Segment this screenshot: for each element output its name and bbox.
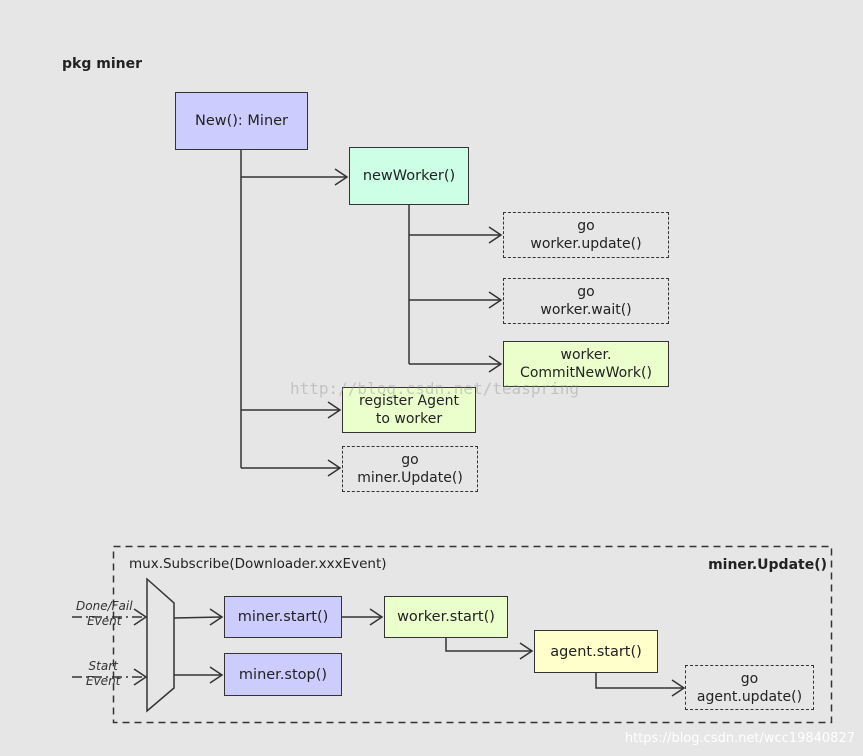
commit-new-work-line1: worker. (560, 347, 612, 363)
arrow-to-miner-start (173, 616, 223, 619)
arrow-to-agent-start (445, 638, 532, 652)
arrowhead (488, 355, 503, 373)
worker-wait-label: worker.wait() (540, 302, 632, 318)
miner-update-go-box[interactable]: go miner.Update() (342, 446, 478, 492)
commit-new-work-line2: CommitNewWork() (520, 365, 652, 381)
arrowhead (209, 666, 224, 684)
arrowhead (488, 291, 503, 309)
arrowhead (209, 608, 224, 626)
miner-update-container (112, 545, 833, 724)
new-miner-label: New(): Miner (194, 113, 289, 129)
worker-update-go: go (577, 218, 595, 234)
register-agent-line2: to worker (375, 411, 443, 427)
miner-start-box[interactable]: miner.start() (224, 596, 342, 638)
arrowhead (133, 608, 148, 626)
footer-url: https://blog.csdn.net/wcc19840827 (624, 731, 855, 746)
done-fail-event-label: Done/Fail Event (76, 599, 133, 629)
miner-stop-box[interactable]: miner.stop() (224, 653, 342, 696)
register-agent-box[interactable]: register Agent to worker (342, 387, 476, 433)
done-fail-event-text: Event (87, 614, 122, 628)
arrowhead (327, 401, 342, 419)
miner-update-label: miner.Update() (357, 470, 463, 486)
worker-wait-box[interactable]: go worker.wait() (503, 278, 669, 324)
mux-shape (146, 577, 175, 713)
arrowhead (369, 608, 384, 626)
arrowhead (488, 226, 503, 244)
agent-update-box[interactable]: go agent.update() (685, 665, 814, 710)
miner-update-go: go (401, 452, 419, 468)
start-event-text: Event (86, 674, 121, 688)
mux-subscribe-label: mux.Subscribe(Downloader.xxxEvent) (129, 556, 387, 572)
agent-start-label: agent.start() (550, 643, 642, 660)
worker-start-box[interactable]: worker.start() (384, 596, 508, 638)
watermark-text: http://blog.csdn.net/teaspring (290, 379, 579, 398)
arrowhead (519, 642, 534, 660)
new-worker-box[interactable]: newWorker() (349, 147, 469, 205)
worker-wait-go: go (577, 284, 595, 300)
start-text: Start (88, 659, 118, 673)
worker-start-label: worker.start() (397, 609, 495, 625)
register-agent-line1: register Agent (359, 393, 459, 409)
done-fail-text: Done/Fail (76, 599, 133, 613)
agent-start-box[interactable]: agent.start() (534, 630, 658, 673)
commit-new-work-box[interactable]: worker. CommitNewWork() (503, 341, 669, 387)
agent-update-go: go (740, 670, 759, 687)
arrow-to-agent-update (595, 673, 684, 689)
arrowhead (133, 668, 148, 686)
arrowhead (671, 679, 686, 697)
worker-update-label: worker.update() (530, 236, 642, 252)
worker-update-box[interactable]: go worker.update() (503, 212, 669, 258)
new-miner-box[interactable]: New(): Miner (175, 92, 308, 150)
miner-start-label: miner.start() (237, 609, 329, 625)
package-title: pkg miner (62, 56, 142, 72)
miner-update-title: miner.Update() (708, 557, 827, 573)
miner-stop-label: miner.stop() (238, 666, 328, 683)
start-event-label: Start Event (86, 659, 120, 689)
arrowhead (334, 168, 349, 186)
new-worker-label: newWorker() (362, 168, 456, 184)
agent-update-label: agent.update() (696, 688, 803, 705)
arrowhead (327, 459, 342, 477)
